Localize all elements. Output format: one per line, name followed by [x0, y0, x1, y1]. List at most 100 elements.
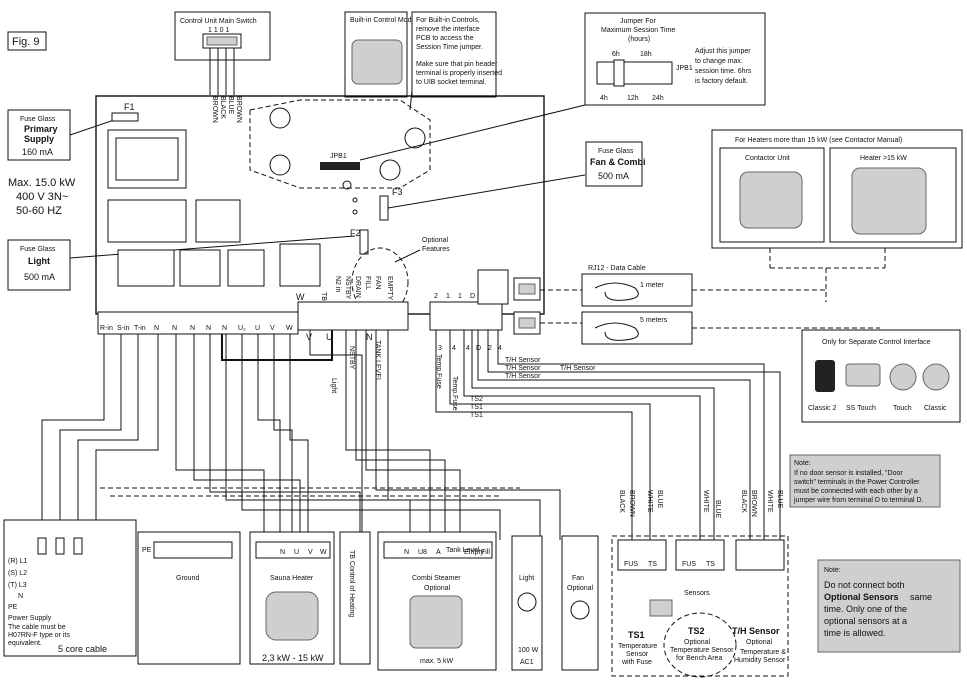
power-supply-title: Power Supply [8, 615, 52, 622]
wire-label: Light [330, 378, 337, 393]
wire-label: TANK LEVEL [374, 340, 381, 382]
jumper-label: 24h [652, 95, 664, 102]
bottom-terminal-labels: R-in S-in T-in N N N N N U₂ U V W [100, 325, 293, 332]
bottom-terminal-strip [97, 311, 299, 335]
wire-label: NSTBY [348, 346, 355, 370]
contactor-heater-label: Heater >15 kW [860, 155, 907, 162]
terminal-label: N [206, 325, 211, 332]
heater-title: Sauna Heater [270, 575, 314, 582]
door-note-text: If no door sensor is installed, "Door [794, 470, 903, 477]
terminal-label: 1 [458, 293, 462, 300]
cable-title: RJ12 - Data Cable [588, 265, 646, 272]
fuse-f3-label: F3 [392, 187, 403, 197]
fuse-icon [55, 537, 65, 555]
terminal-label: V [306, 332, 312, 342]
ground-terminal-strip [153, 541, 233, 559]
rj-socket-port [518, 283, 536, 295]
sensor-note-text: optional sensors at a [824, 616, 907, 626]
fuse-f1 [111, 112, 139, 122]
board-led [352, 209, 358, 215]
light-box [511, 535, 543, 671]
interface-item: Classic [924, 405, 947, 412]
door-note-text: switch" terminals in the Power Controlle… [794, 479, 920, 486]
phase-label: N [18, 593, 23, 600]
board-component [107, 199, 187, 243]
heater-terminal-label: W [320, 549, 327, 556]
builtin-control-icon [351, 39, 403, 85]
jumper-note: is factory default. [695, 78, 748, 85]
terminal-label: R-in [100, 325, 113, 332]
board-led [342, 180, 352, 190]
interface-title: Only for Separate Control Interface [822, 339, 931, 346]
rj-socket-frame [477, 269, 509, 305]
interface-pcb-outline [249, 99, 431, 189]
th-desc: Temperature & [740, 649, 786, 656]
jumper-note: Adjust this jumper [695, 48, 751, 55]
steamer-max: max. 5 kW [420, 658, 453, 665]
interface-item: SS Touch [846, 405, 876, 412]
ts2-desc: Temperature Sensor [670, 647, 734, 654]
sensor-wire-label: BLUE [714, 500, 721, 519]
sensor-note-text: time is allowed. [824, 628, 886, 638]
top-label: DRAIN [354, 276, 361, 298]
interface-item: Classic 2 [808, 405, 837, 412]
terminal-label: N [222, 325, 227, 332]
sensor-note-text: time. Only one of the [824, 604, 907, 614]
door-note-title: Note: [794, 460, 811, 467]
phase-label: (T) L3 [8, 582, 27, 589]
light-title: Light [519, 575, 534, 582]
jumper-label: 4h [600, 95, 608, 102]
wire-label: T/H Sensor [560, 365, 596, 372]
ts1-desc: Sensor [626, 651, 649, 658]
top-label: FILL [364, 276, 371, 290]
top-label: TB [320, 292, 327, 301]
fan-icon [570, 600, 590, 620]
board-component [279, 243, 321, 287]
sensors-title: Sensors [684, 590, 710, 597]
ts2-outline [663, 612, 737, 678]
sauna-heater-icon [265, 591, 319, 641]
sensor-note-text: Optional Sensors [824, 592, 899, 602]
switch-wire-label: BLACK [219, 96, 226, 119]
ts1-desc: with Fuse [621, 659, 652, 666]
fuse-fan-text: Fan & Combi [590, 157, 646, 167]
builtin-note-line: Make sure that pin header [416, 61, 498, 68]
light-bulb-icon [517, 592, 537, 612]
terminal-label: 2 [488, 345, 492, 352]
fuse-f1-label: F1 [124, 102, 135, 112]
board-component [179, 249, 221, 287]
wire-label: T/H Sensor [505, 357, 541, 364]
steamer-terminal-label: Fill [481, 549, 490, 556]
terminal-label: 1 [446, 293, 450, 300]
terminal-label: N [172, 325, 177, 332]
jumper-label: 18h [640, 51, 652, 58]
cable-1m-label: 1 meter [640, 282, 664, 289]
fuse-f2-label: F2 [350, 228, 361, 238]
max-rating: 50-60 HZ [16, 205, 62, 217]
sensor-ts2-body [675, 539, 725, 571]
sensor-note-box [817, 559, 961, 653]
fuse-light-box [7, 239, 71, 291]
sensor-wire-label: WHITE [702, 490, 709, 513]
heater-range: 2,3 kW - 15 kW [262, 653, 324, 663]
leader-line [394, 249, 421, 263]
switch-wire-label: BLUE [227, 96, 234, 115]
sensors-box [611, 535, 789, 677]
terminal-label: 4 [498, 345, 502, 352]
light-rating: AC1 [520, 659, 534, 666]
sensor-wire-label: WHITE [646, 490, 653, 513]
builtin-note-line: PCB to access the [416, 35, 474, 42]
jumper-label: 6h [612, 51, 620, 58]
wire-label: T/H Sensor [505, 365, 541, 372]
wire-label: TS1 [470, 404, 483, 411]
jpb1-header [320, 162, 360, 170]
figure-label: Fig. 9 [12, 36, 40, 48]
phase-label: (R) L1 [8, 558, 28, 565]
sensor-terminal-label: TS [706, 561, 715, 568]
heater-terminal-label: N [280, 549, 285, 556]
leader-line [359, 104, 586, 161]
fuse-fan-text: 500 mA [598, 171, 629, 181]
sensor-note-title: Note: [824, 567, 841, 574]
terminal-label: 4 [452, 345, 456, 352]
jumper-pins [596, 61, 673, 85]
